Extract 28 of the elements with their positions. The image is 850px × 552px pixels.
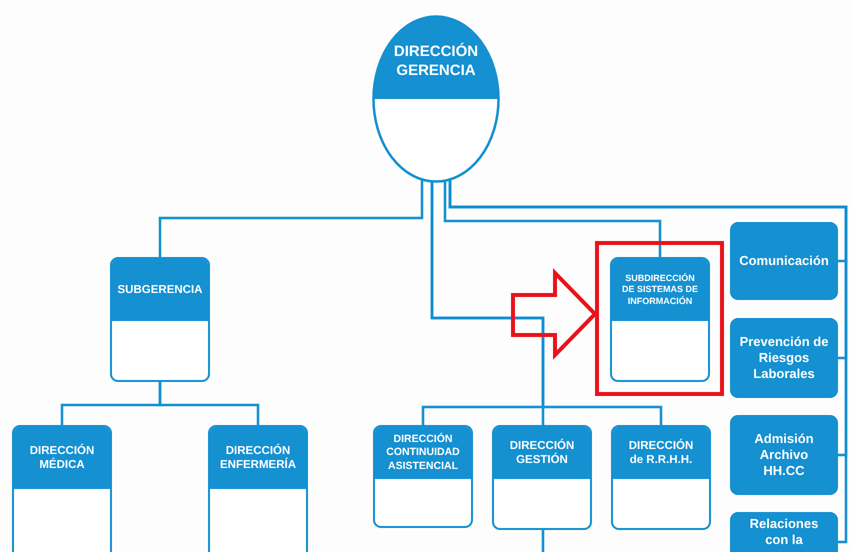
org-card xyxy=(492,425,592,530)
org-box xyxy=(730,222,838,300)
connector-line xyxy=(158,180,424,257)
box-label: Admisión Archivo HH.CC xyxy=(753,430,815,480)
org-box xyxy=(730,318,838,398)
node-title: DIRECCIÓN MÉDICA xyxy=(28,444,96,472)
connector-line xyxy=(448,180,848,544)
org-card xyxy=(110,257,210,382)
node-title: DIRECCIÓN de R.R.H.H. xyxy=(628,438,694,468)
org-card xyxy=(12,425,112,552)
node-title: DIRECCIÓN GESTIÓN xyxy=(508,438,576,468)
org-card xyxy=(208,425,308,552)
org-card xyxy=(611,425,711,530)
connector-line xyxy=(430,182,662,425)
connector-line xyxy=(542,530,544,552)
box-label: Relaciones con la xyxy=(748,516,820,548)
org-box xyxy=(730,415,838,495)
node-title: DIRECCIÓN ENFERMERÍA xyxy=(218,444,298,472)
org-card xyxy=(373,425,473,528)
org-card xyxy=(610,257,710,382)
node-title: DIRECCIÓN GERENCIA xyxy=(392,43,480,80)
connector-line xyxy=(158,382,260,425)
box-label: Comunicación xyxy=(739,252,829,270)
connector-line xyxy=(444,181,662,257)
node-title: DIRECCIÓN CONTINUIDAD ASISTENCIAL xyxy=(385,433,461,473)
node-title: SUBGERENCIA xyxy=(118,282,202,298)
box-label: Prevención de Riesgos Laborales xyxy=(738,334,830,382)
node-title: SUBDIRECCIÓN DE SISTEMAS DE INFORMACIÓN xyxy=(620,273,699,307)
